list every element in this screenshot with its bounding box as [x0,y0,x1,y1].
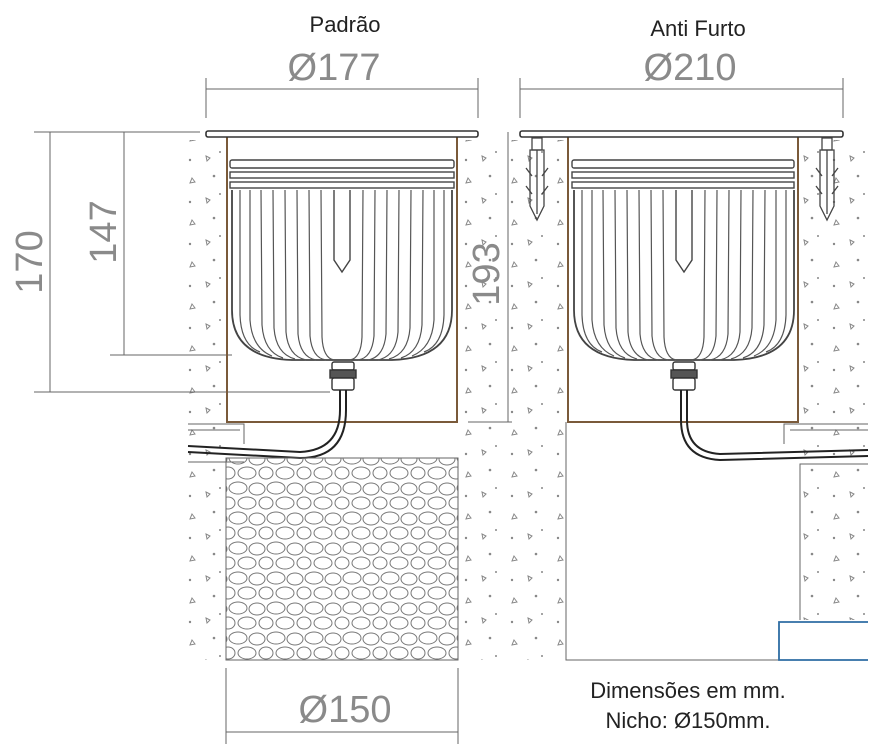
cable-anti-theft [680,390,869,462]
label-anti-theft-diameter: Ø210 [644,47,737,89]
gravel-bed [225,457,459,661]
anchor-bolt-right-icon [815,137,839,222]
anchor-bolt-left-icon [525,137,549,222]
dimension-standard-diameter [205,78,479,118]
title-standard: Padrão [310,12,381,37]
cable-gland-anti-theft [670,361,698,391]
note-niche: Nicho: Ø150mm. [605,708,770,733]
dimension-total-height [34,131,330,393]
cooling-fins-anti-theft [581,189,787,361]
accent-box [778,621,868,661]
label-total-height: 170 [9,230,51,293]
fixture-anti-theft [519,130,869,462]
note-units: Dimensões em mm. [590,678,786,703]
flange-anti-theft [519,130,844,138]
label-niche-depth: 193 [466,242,508,305]
housing-anti-theft [573,190,795,361]
cable-standard [187,390,341,454]
title-anti-theft: Anti Furto [650,16,745,41]
cable-gland-standard [329,361,357,391]
dimension-niche-depth [468,132,512,423]
dimension-gravel-diameter [225,668,459,744]
soil-area [188,140,868,660]
dimension-anti-theft-diameter [519,78,844,118]
label-body-height: 147 [83,200,125,263]
label-gravel-diameter: Ø150 [299,689,392,731]
ground-layer-anti-theft [565,422,868,661]
housing-standard [231,190,453,361]
label-standard-diameter: Ø177 [288,47,381,89]
flange-standard [205,130,479,138]
dimension-body-height [110,132,232,356]
cooling-fins-standard [239,189,445,361]
fixture-standard [187,130,479,460]
